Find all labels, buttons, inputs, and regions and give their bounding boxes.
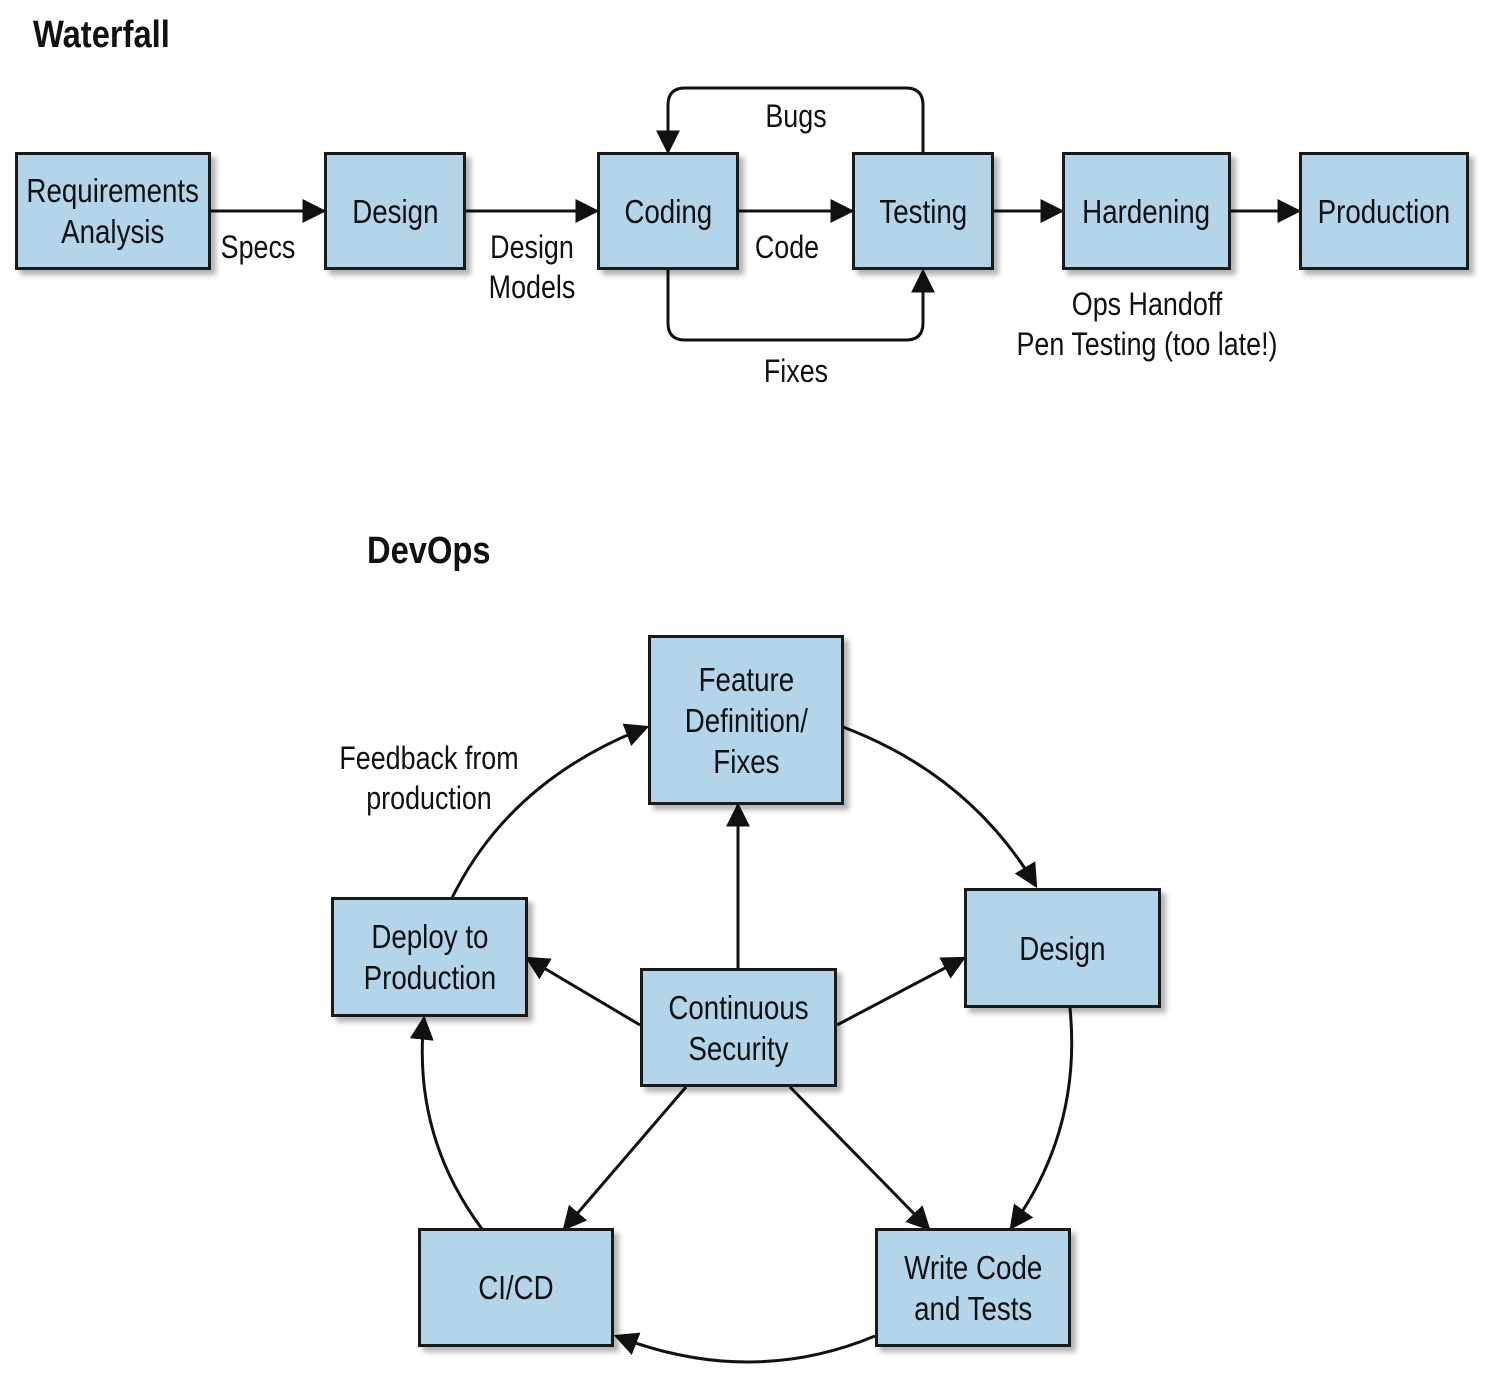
node-label-line: Fixes — [712, 742, 780, 780]
feedback-label-line: Feedback from — [339, 740, 519, 776]
connector-label-line: Specs — [220, 229, 296, 265]
connector-label-line: Code — [754, 229, 820, 265]
connector-label-specs: Specs — [221, 227, 296, 267]
node-label-line: Continuous — [668, 988, 809, 1026]
node-label-line: Feature — [698, 660, 794, 698]
arrow-design-to-writecode — [1009, 1007, 1074, 1230]
node-label-line: Design — [1019, 929, 1106, 967]
node-label-line: Definition/ — [684, 701, 808, 739]
waterfall-step-coding: Coding — [597, 152, 739, 270]
connector-label-line: Models — [488, 269, 576, 305]
feedback-label: Feedback from production — [339, 738, 518, 818]
step-label-line: Testing — [879, 192, 967, 230]
arrow-security-to-cicd — [562, 1086, 688, 1231]
arrow-fixes-loop — [666, 268, 935, 342]
connector-label-fixes: Fixes — [764, 351, 828, 391]
hardening-note-line: Pen Testing (too late!) — [1016, 326, 1278, 362]
hardening-note-line: Ops Handoff — [1071, 286, 1223, 322]
node-label-line: Security — [688, 1029, 789, 1067]
arrow-security-to-writecode — [788, 1085, 931, 1231]
devops-node-feature-definition: Feature Definition/ Fixes — [648, 635, 844, 805]
node-label-line: Production — [363, 959, 496, 996]
waterfall-title: Waterfall — [33, 14, 170, 56]
step-label-line: Hardening — [1082, 192, 1211, 230]
connector-label-code: Code — [755, 227, 819, 267]
waterfall-step-hardening: Hardening — [1062, 152, 1231, 270]
devops-title: DevOps — [367, 530, 491, 572]
devops-node-deploy: Deploy to Production — [331, 897, 528, 1017]
waterfall-step-production: Production — [1299, 152, 1469, 270]
devops-node-continuous-security: Continuous Security — [640, 968, 837, 1087]
devops-node-design: Design — [964, 888, 1161, 1008]
hardening-note: Ops Handoff Pen Testing (too late!) — [1017, 284, 1278, 364]
node-label-line: CI/CD — [478, 1269, 554, 1306]
connector-label-line: Bugs — [765, 98, 827, 134]
connector-label-bugs: Bugs — [765, 96, 826, 136]
step-label-line: Design — [351, 192, 439, 230]
arrow-writecode-to-cicd — [613, 1332, 876, 1364]
connector-label-line: Fixes — [763, 353, 829, 389]
arrow-bugs-loop — [656, 86, 925, 155]
step-label-line: Requirements — [26, 172, 200, 209]
waterfall-step-requirements-analysis: Requirements Analysis — [15, 152, 211, 270]
devops-node-cicd: CI/CD — [418, 1228, 614, 1347]
step-label-line: Coding — [624, 192, 712, 230]
step-label-line: Production — [1317, 192, 1451, 230]
waterfall-step-design: Design — [324, 152, 466, 270]
arrow-deploy-to-feature — [450, 723, 650, 899]
arrow-feature-to-design — [842, 725, 1038, 889]
step-label-line: Analysis — [61, 213, 165, 250]
node-label-line: Write Code — [903, 1248, 1043, 1286]
node-label-line: and Tests — [913, 1289, 1033, 1327]
connector-label-line: Design — [490, 229, 574, 265]
feedback-label-line: production — [366, 780, 492, 816]
arrow-security-to-deploy — [524, 956, 641, 1027]
node-label-line: Deploy to — [370, 918, 489, 955]
devops-node-write-code: Write Code and Tests — [875, 1228, 1071, 1347]
arrow-security-to-design — [836, 956, 967, 1027]
arrow-cicd-to-deploy — [409, 1015, 484, 1230]
connector-label-design-models: Design Models — [489, 227, 576, 307]
waterfall-step-testing: Testing — [852, 152, 994, 270]
